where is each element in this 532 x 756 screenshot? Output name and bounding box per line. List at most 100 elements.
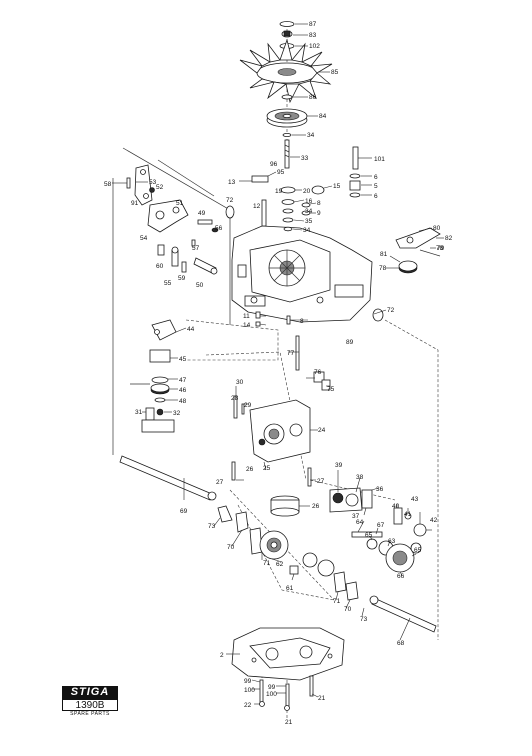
part-label-87: 87 [309,21,317,28]
part-label-8: 8 [317,200,321,207]
part-label-99: 99 [268,684,276,691]
drive-pulley [266,108,308,128]
brake-arm-group [126,164,219,233]
part-label-30: 30 [236,379,244,386]
part-label-47: 47 [179,377,187,384]
part-label-100: 100 [244,687,255,694]
part-label-42: 42 [430,517,438,524]
part-label-46: 46 [179,387,187,394]
part-label-2: 2 [220,652,224,659]
part-label-82: 82 [445,235,453,242]
part-label-86: 86 [309,94,317,101]
part-label-102: 102 [309,43,320,50]
part-label-67: 67 [377,522,385,529]
upper-housing [231,225,373,323]
part-label-70: 70 [227,544,235,551]
part-label-53: 53 [149,179,157,186]
part-label-9: 9 [317,210,321,217]
part-label-79: 79 [437,245,445,252]
part-label-85: 85 [331,69,339,76]
part-label-37: 37 [352,513,360,520]
part-label-22: 22 [244,702,252,709]
part-label-65: 65 [365,532,373,539]
part-label-63: 63 [388,538,396,545]
part-label-83: 83 [309,32,317,39]
part-label-11: 11 [243,313,250,320]
part-label-21: 21 [318,695,326,702]
part-label-69: 69 [180,508,188,515]
part-label-33: 33 [301,155,309,162]
part-label-20: 20 [303,188,311,195]
left-axle-parts [217,505,263,555]
part-label-99: 99 [244,678,252,685]
axle-shaft-69 [119,455,217,501]
part-label-8: 8 [300,318,304,325]
part-label-91: 91 [131,200,139,207]
part-label-32: 32 [173,410,181,417]
part-label-36: 36 [376,486,384,493]
part-label-95: 95 [277,169,285,176]
part-label-38: 38 [356,474,364,481]
part-label-72: 72 [387,307,395,314]
part-label-64: 64 [356,519,364,526]
axle-shaft-68 [369,595,437,633]
part-label-58: 58 [104,181,112,188]
part-label-62: 62 [276,561,284,568]
part-label-41: 41 [404,511,412,518]
part-label-66: 66 [397,573,405,580]
control-shaft-group [349,146,361,198]
part-label-89: 89 [346,339,354,346]
part-label-34: 34 [305,208,313,215]
part-label-34: 34 [303,227,311,234]
part-label-76: 76 [314,369,322,376]
lower-housing [231,627,345,681]
part-label-96: 96 [270,161,278,168]
part-label-6: 6 [374,174,378,181]
fan-pulley-stack [239,21,333,169]
assembly-guide-lines [112,24,439,720]
part-label-77: 77 [287,350,295,357]
bypass-lever-group [372,227,441,322]
part-label-52: 52 [156,184,164,191]
part-label-73: 73 [360,616,368,623]
part-label-25: 25 [263,465,271,472]
part-label-29: 29 [244,402,252,409]
leader-lines [112,23,444,705]
part-label-84: 84 [319,113,327,120]
part-label-39: 39 [335,462,343,469]
filter-group [295,335,331,391]
differential-gear-cluster [329,487,373,513]
part-label-78: 78 [436,245,444,252]
part-label-19: 19 [275,188,283,195]
part-label-101: 101 [374,156,385,163]
part-label-56: 56 [215,225,223,232]
part-label-60: 60 [156,263,164,270]
part-label-51: 51 [176,200,184,207]
part-label-55: 55 [164,280,172,287]
part-label-70: 70 [344,606,352,613]
part-label-27: 27 [216,479,224,486]
stiga-logo: STIGA 1390B SPARE PARTS [62,686,118,718]
sleeve-26 [270,495,300,517]
part-label-13: 13 [228,179,236,186]
gear-62 [259,530,289,560]
part-label-15: 15 [333,183,341,190]
part-label-6: 6 [374,193,378,200]
shift-linkage-group [157,239,218,275]
part-label-40: 40 [392,503,400,510]
part-label-31: 31 [135,409,143,416]
part-label-65: 65 [414,547,422,554]
part-label-26: 26 [312,503,320,510]
part-label-57: 57 [192,245,200,252]
part-label-75: 75 [327,386,335,393]
part-label-45: 45 [179,356,187,363]
part-label-34: 34 [307,132,315,139]
logo-diagram-code: 1390B [62,699,118,711]
part-label-78: 78 [379,265,387,272]
part-label-100: 100 [266,691,277,698]
part-label-26: 26 [246,466,254,473]
part-label-72: 72 [226,197,234,204]
part-label-14: 14 [243,322,251,329]
part-label-12: 12 [253,203,261,210]
part-label-50: 50 [196,282,204,289]
